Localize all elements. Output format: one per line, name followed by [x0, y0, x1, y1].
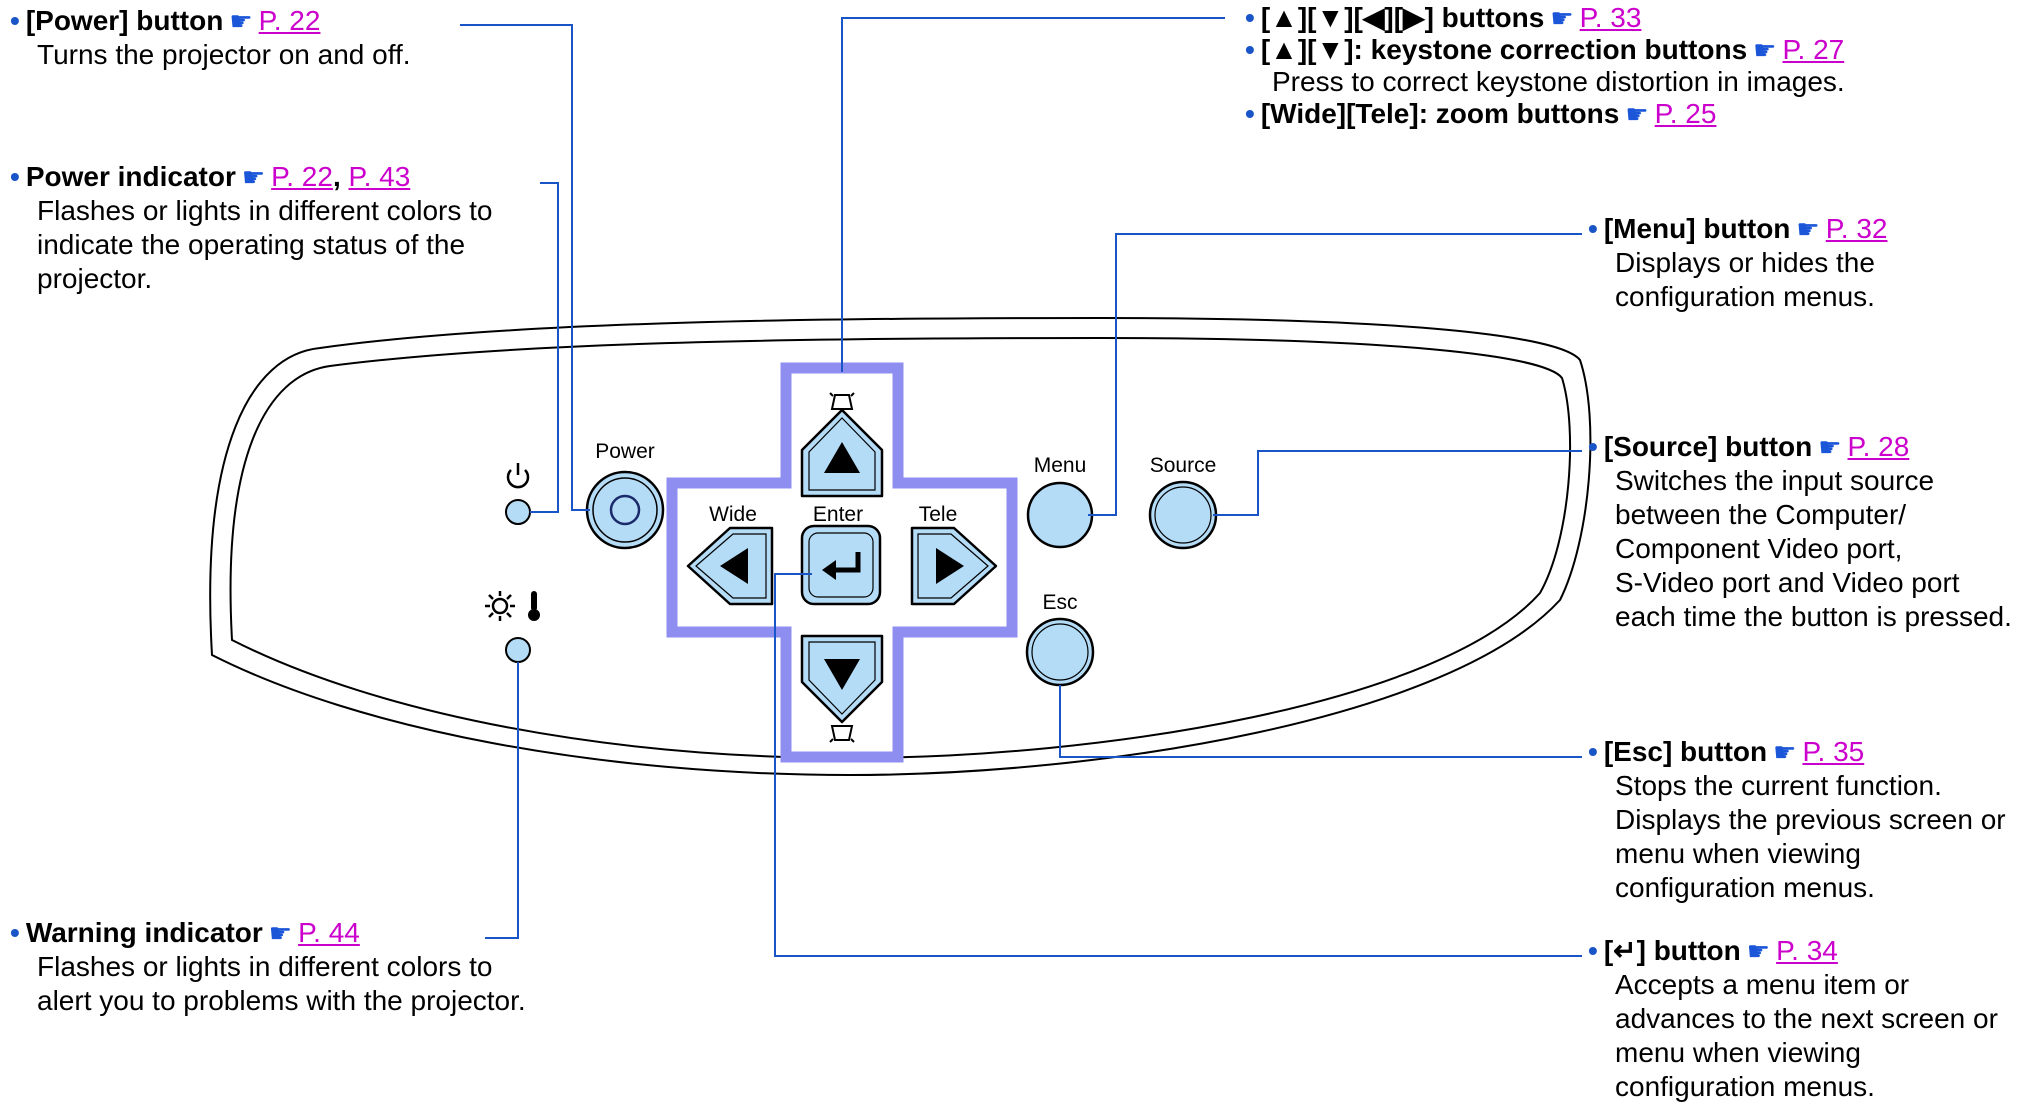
pointing-hand-icon: ☛: [1796, 214, 1820, 244]
esc-button[interactable]: [1025, 617, 1095, 687]
panel-outline-outer: [209, 316, 1592, 777]
tele-button-label: Tele: [919, 503, 958, 526]
power-symbol-icon: [506, 463, 530, 489]
power-button[interactable]: [585, 470, 665, 550]
leader-line-enter-button: [774, 573, 1582, 957]
enter-button[interactable]: [800, 524, 882, 606]
callout-power-button: •[Power] button☛P. 22 Turns the projecto…: [10, 5, 411, 70]
page-link-p33[interactable]: P. 33: [1579, 2, 1642, 33]
right-tele-button[interactable]: [910, 526, 998, 606]
left-wide-button[interactable]: [686, 526, 774, 606]
power-button-label: Power: [595, 440, 655, 463]
leader-line-menu-button: [1088, 233, 1582, 516]
callout-source-button: •[Source] button☛P. 28 Switches the inpu…: [1588, 431, 2012, 632]
source-button-label: Source: [1150, 454, 1217, 477]
leader-line-warning-indicator: [485, 662, 519, 939]
keystone-down-icon: [829, 725, 855, 743]
enter-arrow-icon: [822, 552, 861, 580]
pointing-hand-icon: ☛: [1773, 737, 1797, 767]
callout-menu-button: •[Menu] button☛P. 32 Displays or hides t…: [1588, 213, 1888, 312]
thermometer-icon: [528, 591, 540, 621]
power-indicator-light: [505, 499, 531, 525]
pointing-hand-icon: ☛: [1818, 432, 1842, 462]
right-arrow-icon: [936, 548, 964, 584]
pointing-hand-icon: ☛: [1550, 3, 1574, 33]
leader-line-power-indicator: [530, 182, 559, 513]
up-button[interactable]: [800, 408, 884, 498]
page-link-p43[interactable]: P. 43: [348, 161, 411, 192]
enter-button-label: Enter: [813, 503, 863, 526]
page-link-p25[interactable]: P. 25: [1654, 98, 1717, 129]
left-arrow-icon: [720, 548, 748, 584]
pointing-hand-icon: ☛: [268, 918, 293, 948]
up-arrow-icon: [824, 442, 860, 473]
callout-warning-indicator: •Warning indicator☛P. 44 Flashes or ligh…: [10, 917, 526, 1016]
source-button[interactable]: [1148, 480, 1218, 550]
page-link-p35[interactable]: P. 35: [1802, 736, 1865, 767]
leader-line-arrow-buttons: [841, 17, 1225, 372]
callout-arrow-buttons: •[▲][▼][◀][▶] buttons☛P. 33 •[▲][▼]: key…: [1245, 2, 1845, 129]
callout-power-indicator: •Power indicator☛P. 22, P. 43 Flashes or…: [10, 161, 493, 294]
leader-line-source-button: [1213, 450, 1582, 516]
page-link-p32[interactable]: P. 32: [1825, 213, 1888, 244]
page-link-p22[interactable]: P. 22: [258, 5, 321, 36]
down-button[interactable]: [800, 634, 884, 724]
leader-line-esc-button: [1059, 685, 1582, 758]
warning-indicator-light: [505, 637, 531, 663]
menu-button-label: Menu: [1034, 454, 1087, 477]
leader-line-power-button: [460, 24, 590, 511]
pointing-hand-icon: ☛: [1746, 936, 1771, 966]
callout-esc-button: •[Esc] button☛P. 35 Stops the current fu…: [1588, 736, 2006, 903]
page-link-p34[interactable]: P. 34: [1776, 935, 1838, 966]
page-link-p44[interactable]: P. 44: [298, 917, 360, 948]
direction-pad-frame: [666, 362, 1018, 763]
down-arrow-icon: [824, 659, 860, 690]
menu-button[interactable]: [1026, 481, 1094, 549]
pointing-hand-icon: ☛: [1625, 99, 1649, 129]
page-link-p27[interactable]: P. 27: [1782, 34, 1845, 65]
lamp-icon: [485, 591, 515, 621]
keystone-up-icon: [829, 392, 855, 410]
esc-button-label: Esc: [1042, 591, 1077, 614]
page-link-p22[interactable]: P. 22: [271, 161, 333, 192]
pointing-hand-icon: ☛: [1753, 35, 1777, 65]
page-link-p28[interactable]: P. 28: [1847, 431, 1910, 462]
callout-enter-button: •[↵] button☛P. 34 Accepts a menu item or…: [1588, 935, 1998, 1102]
pointing-hand-icon: ☛: [241, 162, 266, 192]
wide-button-label: Wide: [709, 503, 757, 526]
pointing-hand-icon: ☛: [229, 6, 253, 36]
